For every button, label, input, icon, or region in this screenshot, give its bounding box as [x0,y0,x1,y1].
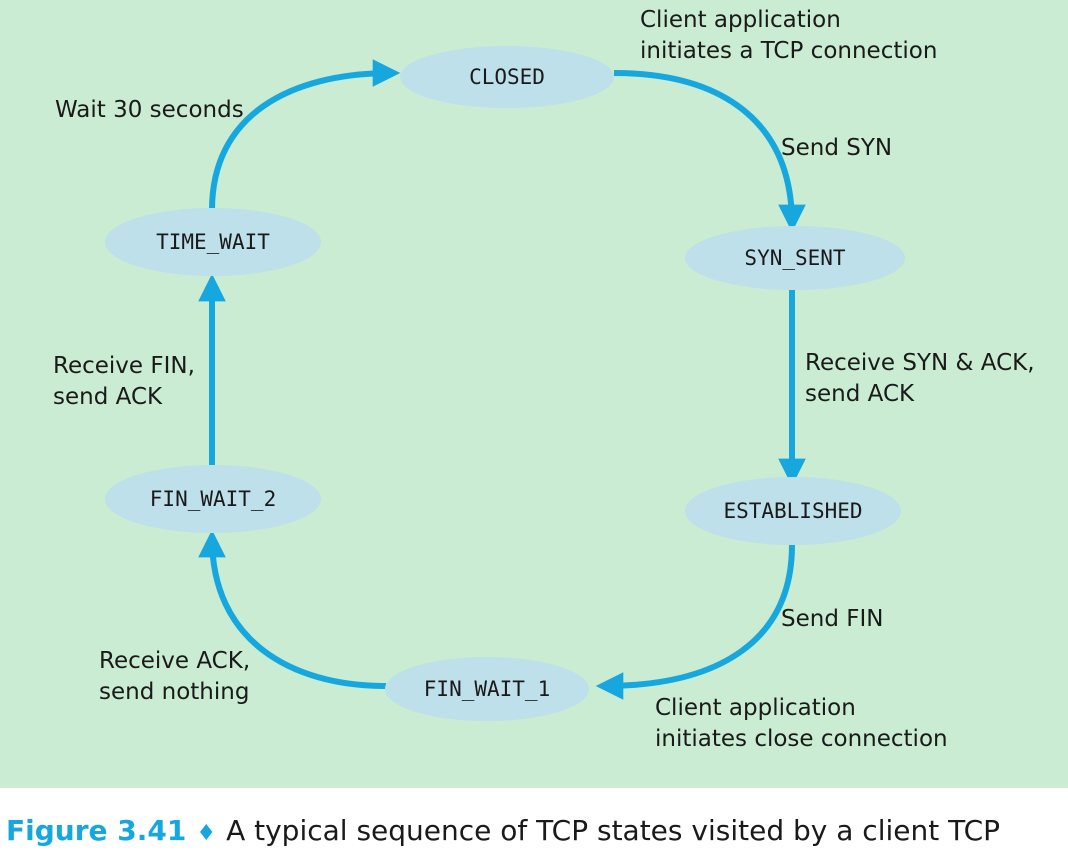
caption-text: A typical sequence of TCP states visited… [226,814,1001,847]
label-wait-30-seconds: Wait 30 seconds [55,97,244,123]
label-receive-ack-line-1: Receive ACK, [99,648,250,674]
state-closed-label: CLOSED [469,65,545,89]
label-client-init-connection-line-2: initiates a TCP connection [640,38,937,64]
label-client-init-close-line-2: initiates close connection [655,726,948,752]
state-fin-wait-2: FIN_WAIT_2 [105,465,321,533]
label-send-syn: Send SYN [781,135,892,161]
caption-separator-icon: ♦ [196,821,217,846]
state-syn-sent: SYN_SENT [685,226,905,290]
figure-caption: Figure 3.41 ♦ A typical sequence of TCP st… [6,806,1000,856]
state-fin-wait-1: FIN_WAIT_1 [385,657,589,721]
state-established-label: ESTABLISHED [723,499,862,523]
label-receive-fin-line-1: Receive FIN, [53,353,195,379]
label-receive-fin-line-2: send ACK [53,384,163,410]
state-closed: CLOSED [400,46,614,108]
diagram-panel: CLOSED SYN_SENT ESTABLISHED FIN_WAIT_1 F… [0,0,1068,788]
label-send-fin: Send FIN [781,606,883,632]
state-fin-wait-1-label: FIN_WAIT_1 [424,677,550,701]
state-time-wait-label: TIME_WAIT [156,230,270,254]
figure-number: Figure 3.41 [6,814,187,847]
label-receive-syn-ack-line-1: Receive SYN & ACK, [805,350,1035,376]
arrow-time-wait-to-closed [209,59,401,211]
label-receive-syn-ack-line-2: send ACK [805,381,915,407]
label-client-init-connection-line-1: Client application [640,7,841,33]
tcp-state-diagram: CLOSED SYN_SENT ESTABLISHED FIN_WAIT_1 F… [53,7,1035,752]
state-established: ESTABLISHED [685,477,901,545]
state-time-wait: TIME_WAIT [105,208,321,276]
arrow-established-to-fin-wait-1 [595,544,795,700]
state-syn-sent-label: SYN_SENT [744,246,846,270]
state-fin-wait-2-label: FIN_WAIT_2 [150,487,276,511]
arrow-fin-wait-1-to-fin-wait-2 [198,529,387,689]
arrow-closed-to-syn-sent [613,70,806,233]
label-client-init-close-line-1: Client application [655,695,856,721]
label-receive-ack-line-2: send nothing [99,679,249,705]
